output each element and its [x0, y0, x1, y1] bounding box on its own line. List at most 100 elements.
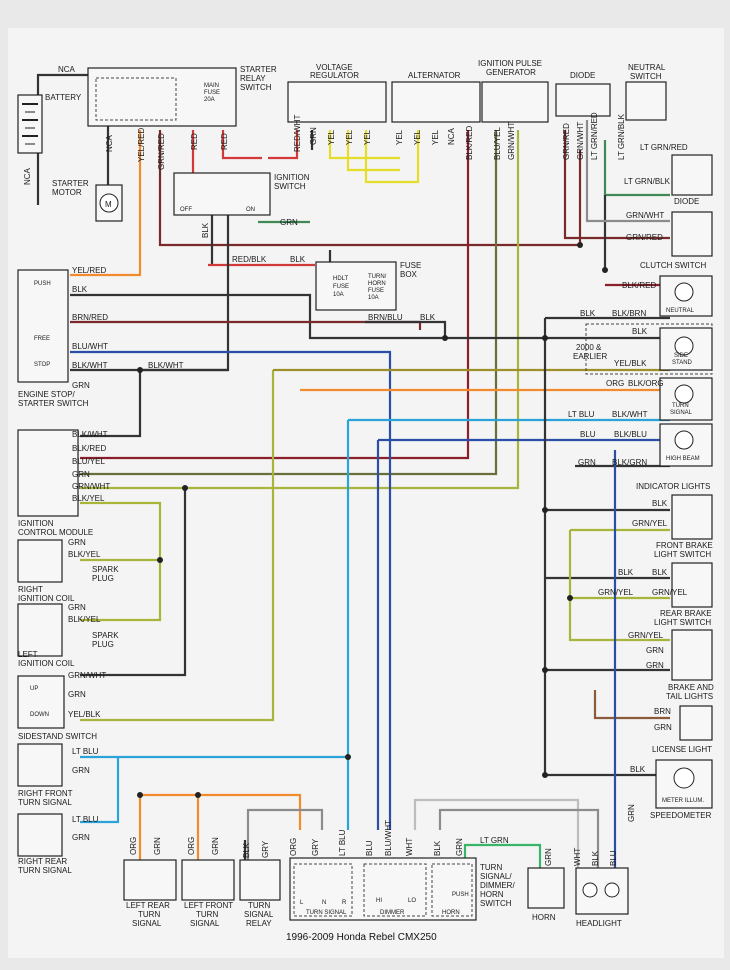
wire-label-nca-relay: NCA [105, 134, 114, 152]
wire-label-blk-org: BLK/ORG [628, 379, 664, 388]
wire-label-grn-ss: GRN [68, 690, 86, 699]
wire-label-red-wht: RED/WHT [293, 115, 302, 152]
wire-lt-blu-rr [80, 757, 120, 824]
wire-yel-red [70, 130, 142, 277]
wire-label-yel-red-relay: YEL/RED [137, 128, 146, 162]
es-free-label: FREE [34, 336, 50, 342]
wire-label-blk-red-icm: BLK/RED [72, 444, 106, 453]
wire-label-grn-yel-rb-2: GRN/YEL [652, 588, 688, 597]
dimmer-switch-label-2: SIGNAL/ [480, 872, 512, 881]
wire-label-blu-yel-pg: BLU/YEL [493, 127, 502, 160]
wire-yel-3 [364, 130, 420, 184]
wire-label-blu-wht-es: BLU/WHT [72, 342, 108, 351]
wire-label-blk-fusebox: BLK [420, 313, 436, 322]
wire-blu-yel [80, 130, 498, 476]
wire-blk-headlight [438, 808, 600, 870]
wire-label-blk-yel-icm: BLK/YEL [72, 494, 105, 503]
ts-l-label: L [300, 900, 304, 906]
wire-label-blu-ts: BLU [365, 840, 374, 856]
ts-r-label: R [342, 900, 347, 906]
side-stand-label-2: STAND [672, 360, 693, 366]
wire-blk-red [80, 130, 470, 460]
wire-label-grn-wht-diode: GRN/WHT [576, 122, 585, 160]
dimmer-switch-label-3: DIMMER/ [480, 881, 515, 890]
front-brake-label-1: FRONT BRAKE [656, 541, 713, 550]
wire-label-lt-blu-rf: LT BLU [72, 747, 99, 756]
regulator-label-2: REGULATOR [310, 71, 359, 80]
main-fuse-label-1: MAIN [204, 83, 219, 89]
wire-label-grn-wht-pg: GRN/WHT [507, 122, 516, 160]
wire-label-grn-tail-1: GRN [646, 646, 664, 655]
right-front-turn-signal: RIGHT FRONT TURN SIGNAL LT BLU GRN [17, 743, 99, 807]
wire-label-wht-ts: WHT [405, 838, 414, 856]
es-stop-label: STOP [34, 362, 50, 368]
neutral-switch-label-2: SWITCH [630, 72, 662, 81]
rf-turn-label-2: TURN SIGNAL [18, 798, 72, 807]
wire-label-yel-alt-1: YEL [395, 129, 404, 145]
wire-grn-yel-loop [568, 530, 670, 642]
indicator-lights-label: INDICATOR LIGHTS [636, 482, 710, 491]
wire-label-grn-hb: GRN [578, 458, 596, 467]
left-coil-label-2: IGNITION COIL [18, 659, 75, 668]
engine-stop-label-2: STARTER SWITCH [18, 399, 89, 408]
engine-stop-label-1: ENGINE STOP/ [18, 390, 76, 399]
wire-blk-yel-coil [80, 560, 162, 622]
starter-relay-label-2: RELAY [240, 74, 266, 83]
turn-signal-relay: TURN SIGNAL RELAY BLK GRY [239, 840, 281, 928]
front-brake-light-switch: BLK GRN/YEL FRONT BRAKE LIGHT SWITCH [632, 494, 713, 559]
dimmer-sub-label: DIMMER [380, 910, 405, 916]
wire-label-blk-red-alt: BLK/RED [465, 126, 474, 160]
alternator-label: ALTERNATOR [408, 71, 461, 80]
wire-label-grn-yel-rb-1: GRN/YEL [598, 588, 634, 597]
wire-label-wht-hl: WHT [573, 848, 582, 866]
dimmer-switch-label-5: SWITCH [480, 899, 512, 908]
wire-label-yel-red-es: YEL/RED [72, 266, 106, 275]
wire-gry-relay [246, 808, 324, 860]
earlier-note-1: 2000 & [576, 343, 602, 352]
wire-label-blk-neutral: BLK [580, 309, 596, 318]
dimmer-switch-label-1: TURN [480, 863, 502, 872]
hdlt-fuse-label-2: FUSE [333, 284, 349, 290]
wire-label-gry-ts: GRY [311, 838, 320, 856]
turn-horn-fuse-label-2: HORN [368, 281, 386, 287]
brake-tail-label-2: TAIL LIGHTS [666, 692, 713, 701]
relay-label-3: RELAY [246, 919, 272, 928]
wire-label-org-ind: ORG [606, 379, 624, 388]
rf-turn-label-1: RIGHT FRONT [18, 789, 73, 798]
horn-sub-label: HORN [442, 910, 460, 916]
neutral-switch-label-1: NEUTRAL [628, 63, 666, 72]
rr-turn-label-1: RIGHT REAR [18, 857, 67, 866]
wire-label-grn-rr: GRN [72, 833, 90, 842]
wire-label-grn-ign: GRN [280, 218, 298, 227]
wire-label-grn-tail-2: GRN [646, 661, 664, 670]
wire-label-grn-lic: GRN [654, 723, 672, 732]
wire-label-grn-red-clutch: GRN/RED [626, 233, 663, 242]
wire-label-blk-wht-icm: BLK/WHT [72, 430, 108, 439]
rear-brake-light-switch: BLK BLK GRN/YEL GRN/YEL REAR BRAKE LIGHT… [598, 562, 713, 627]
wire-label-blk-ss: BLK [632, 327, 648, 336]
wire-label-blu-wht-ts: BLU/WHT [384, 820, 393, 856]
horn: HORN GRN [527, 848, 565, 922]
rear-brake-label-1: REAR BRAKE [660, 609, 712, 618]
wire-blk-yel-icm [80, 501, 162, 562]
sidestand-switch-label: SIDESTAND SWITCH [18, 732, 97, 741]
spark-plug-r-label-2: PLUG [92, 574, 114, 583]
wire-label-lt-grn: LT GRN [480, 836, 509, 845]
wire-brn-license [593, 690, 670, 720]
dimmer-switch-label-4: HORN [480, 890, 504, 899]
wire-label-grn-lf: GRN [211, 837, 220, 855]
wire-label-grn-wht-clutch: GRN/WHT [626, 211, 664, 220]
wire-label-blk-yel-lc: BLK/YEL [68, 615, 101, 624]
rear-brake-label-2: LIGHT SWITCH [654, 618, 711, 627]
left-front-turn-signal: LEFT FRONT TURN SIGNAL ORG GRN [181, 837, 235, 928]
ts-n-label: N [322, 900, 326, 906]
left-ignition-coil: LEFT IGNITION COIL GRN BLK/YEL SPARK PLU… [17, 603, 119, 668]
wire-label-lt-grn-blk-r: LT GRN/BLK [624, 177, 671, 186]
wire-label-blk-yel-rc: BLK/YEL [68, 550, 101, 559]
lf-turn-label-2: TURN [196, 910, 218, 919]
horn-push-label: PUSH [452, 892, 469, 898]
wire-label-blk-fb: BLK [652, 499, 668, 508]
wire-grn-red [158, 130, 582, 247]
